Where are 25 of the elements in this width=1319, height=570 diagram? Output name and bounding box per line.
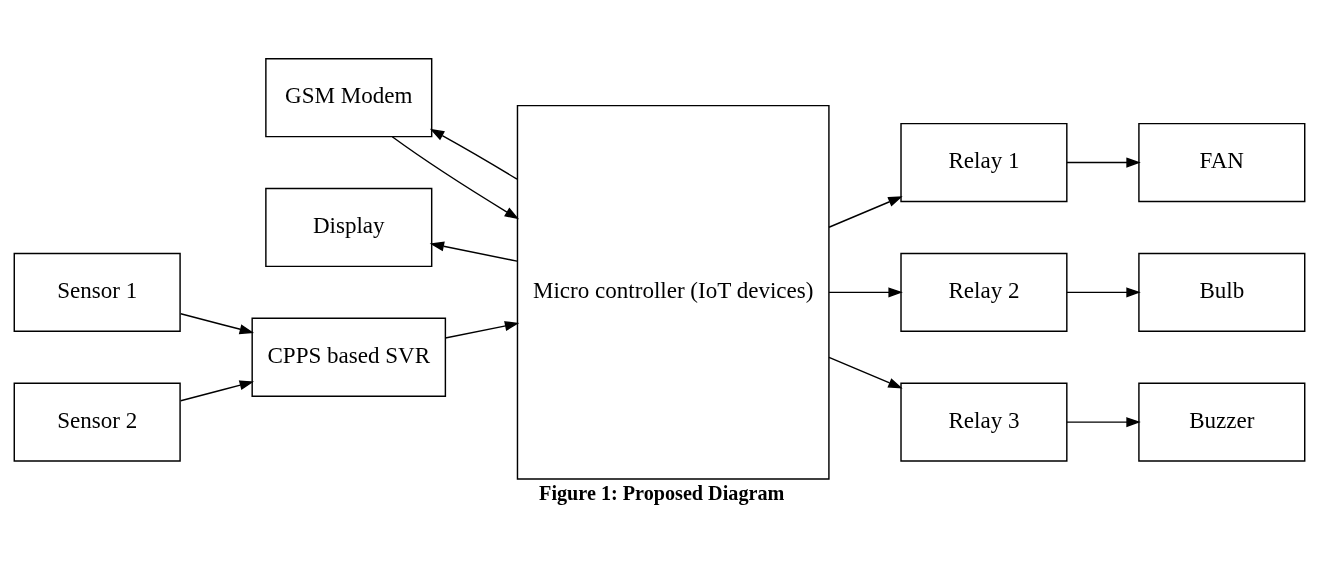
arrow	[444, 320, 520, 339]
node-box: Relay 3	[900, 381, 1068, 462]
node-box: Sensor 2	[13, 381, 181, 462]
node-box: Buzzer	[1138, 381, 1306, 462]
arrow	[180, 379, 255, 401]
node-box: Sensor 1	[13, 252, 181, 332]
arrow	[1066, 157, 1141, 168]
node-box: Micro controller (IoT devices)	[516, 104, 830, 480]
node-box: Bulb	[1138, 252, 1306, 332]
arrow	[180, 312, 255, 334]
node-box: Relay 1	[900, 122, 1068, 202]
arrow	[828, 356, 903, 388]
node-box: GSM Modem	[265, 57, 433, 137]
node-box: FAN	[1138, 122, 1306, 202]
arrow	[828, 286, 903, 297]
arrow	[828, 195, 903, 228]
arrow	[1066, 286, 1141, 297]
node-box: Display	[265, 187, 433, 267]
caption: Figure 1: Proposed Diagram	[539, 481, 785, 504]
node-box: Relay 2	[900, 252, 1068, 332]
node-box: CPPS based SVR	[251, 317, 447, 397]
arrow	[429, 128, 518, 180]
arrow	[391, 135, 520, 219]
arrow	[1066, 416, 1141, 427]
arrow	[429, 240, 518, 262]
